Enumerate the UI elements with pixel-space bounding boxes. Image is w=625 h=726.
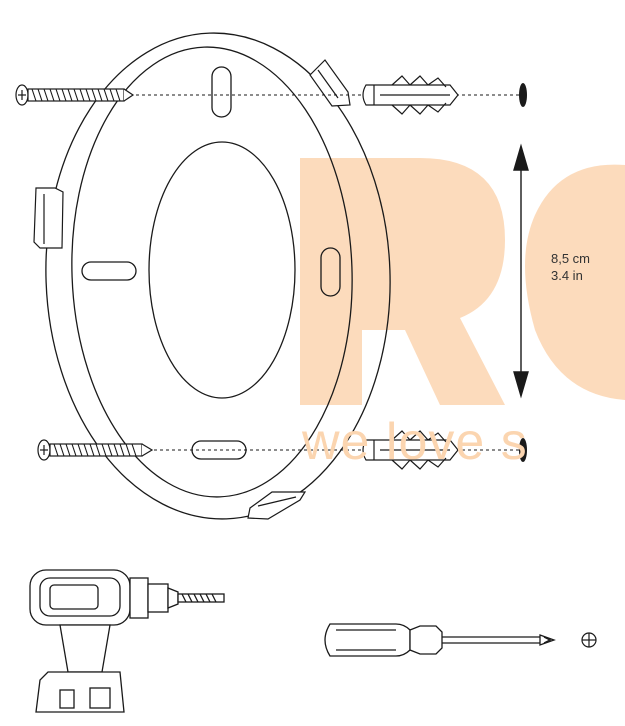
dimension-arrow bbox=[513, 143, 529, 399]
screw-thread bbox=[31, 88, 121, 102]
mounting-plate bbox=[45, 32, 391, 520]
guide-lines bbox=[130, 94, 522, 451]
wall-anchor-icon bbox=[362, 75, 459, 115]
dimension-metric-label: 8,5 cm bbox=[551, 251, 591, 266]
wall-anchor-icon bbox=[362, 430, 459, 470]
watermark-text: we love s bbox=[302, 413, 528, 471]
watermark-logo bbox=[300, 158, 625, 405]
wall-screw-icon bbox=[37, 439, 154, 461]
phillips-head-icon bbox=[581, 632, 597, 648]
cordless-drill-icon bbox=[29, 569, 225, 713]
slot-right bbox=[320, 247, 341, 297]
slot-top bbox=[211, 66, 232, 118]
wall-hole-markers bbox=[519, 83, 527, 462]
dimension-imperial-label: 3.4 in bbox=[551, 268, 583, 283]
screw-thread bbox=[53, 443, 137, 457]
slot-left bbox=[81, 261, 137, 281]
slot-bottom bbox=[191, 440, 247, 460]
phillips-screwdriver-icon bbox=[324, 623, 556, 657]
